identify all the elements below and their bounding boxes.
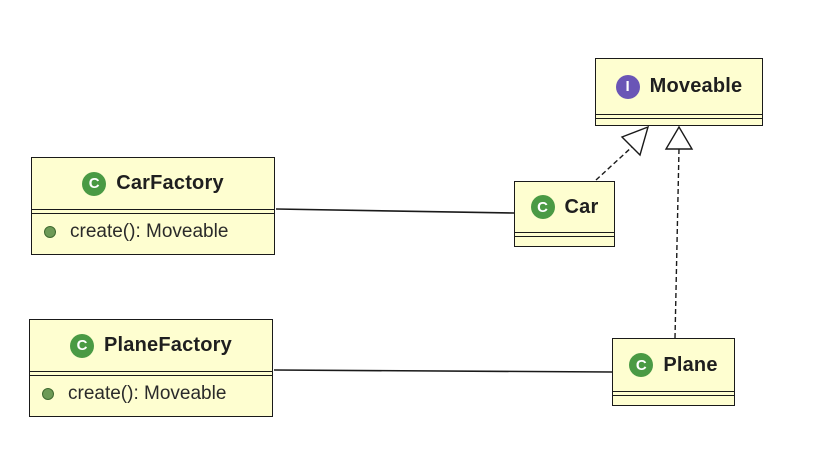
realization-arrowhead-car (620, 125, 650, 157)
class-icon: C (530, 195, 555, 219)
attributes-compartment (613, 392, 734, 396)
class-icon: C (69, 333, 94, 358)
class-icon: C (82, 171, 107, 196)
class-name: Plane (663, 353, 718, 376)
association-carfactory-car (275, 208, 515, 214)
method-signature: create(): Moveable (68, 383, 227, 404)
attributes-compartment (596, 115, 762, 119)
class-header: C Car (515, 182, 614, 233)
interface-icon: I (615, 74, 640, 99)
class-header: C PlaneFactory (30, 320, 272, 372)
class-name: PlaneFactory (103, 334, 232, 356)
class-car[interactable]: C Car (514, 181, 615, 247)
class-planefactory[interactable]: C PlaneFactory create(): Moveable (29, 319, 273, 417)
class-name: CarFactory (116, 172, 224, 194)
class-header: C Plane (613, 339, 734, 392)
methods-compartment: create(): Moveable (30, 376, 272, 412)
methods-compartment: create(): Moveable (32, 214, 274, 250)
attributes-compartment (30, 372, 272, 376)
realization-arrowhead-plane (664, 125, 694, 150)
class-name: Car (564, 195, 599, 218)
class-carfactory[interactable]: C CarFactory create(): Moveable (31, 157, 275, 255)
public-method-icon (42, 388, 54, 400)
class-plane[interactable]: C Plane (612, 338, 735, 406)
association-planefactory-plane (273, 369, 613, 373)
class-header: C CarFactory (32, 158, 274, 210)
realization-plane-moveable (674, 148, 680, 339)
interface-name: Moveable (649, 75, 743, 97)
realization-car-moveable (595, 145, 634, 181)
interface-header: I Moveable (596, 59, 762, 115)
public-method-icon (44, 226, 56, 238)
attributes-compartment (32, 210, 274, 214)
method-signature: create(): Moveable (70, 221, 229, 242)
attributes-compartment (515, 233, 614, 237)
interface-moveable[interactable]: I Moveable (595, 58, 763, 126)
class-icon: C (629, 353, 654, 377)
